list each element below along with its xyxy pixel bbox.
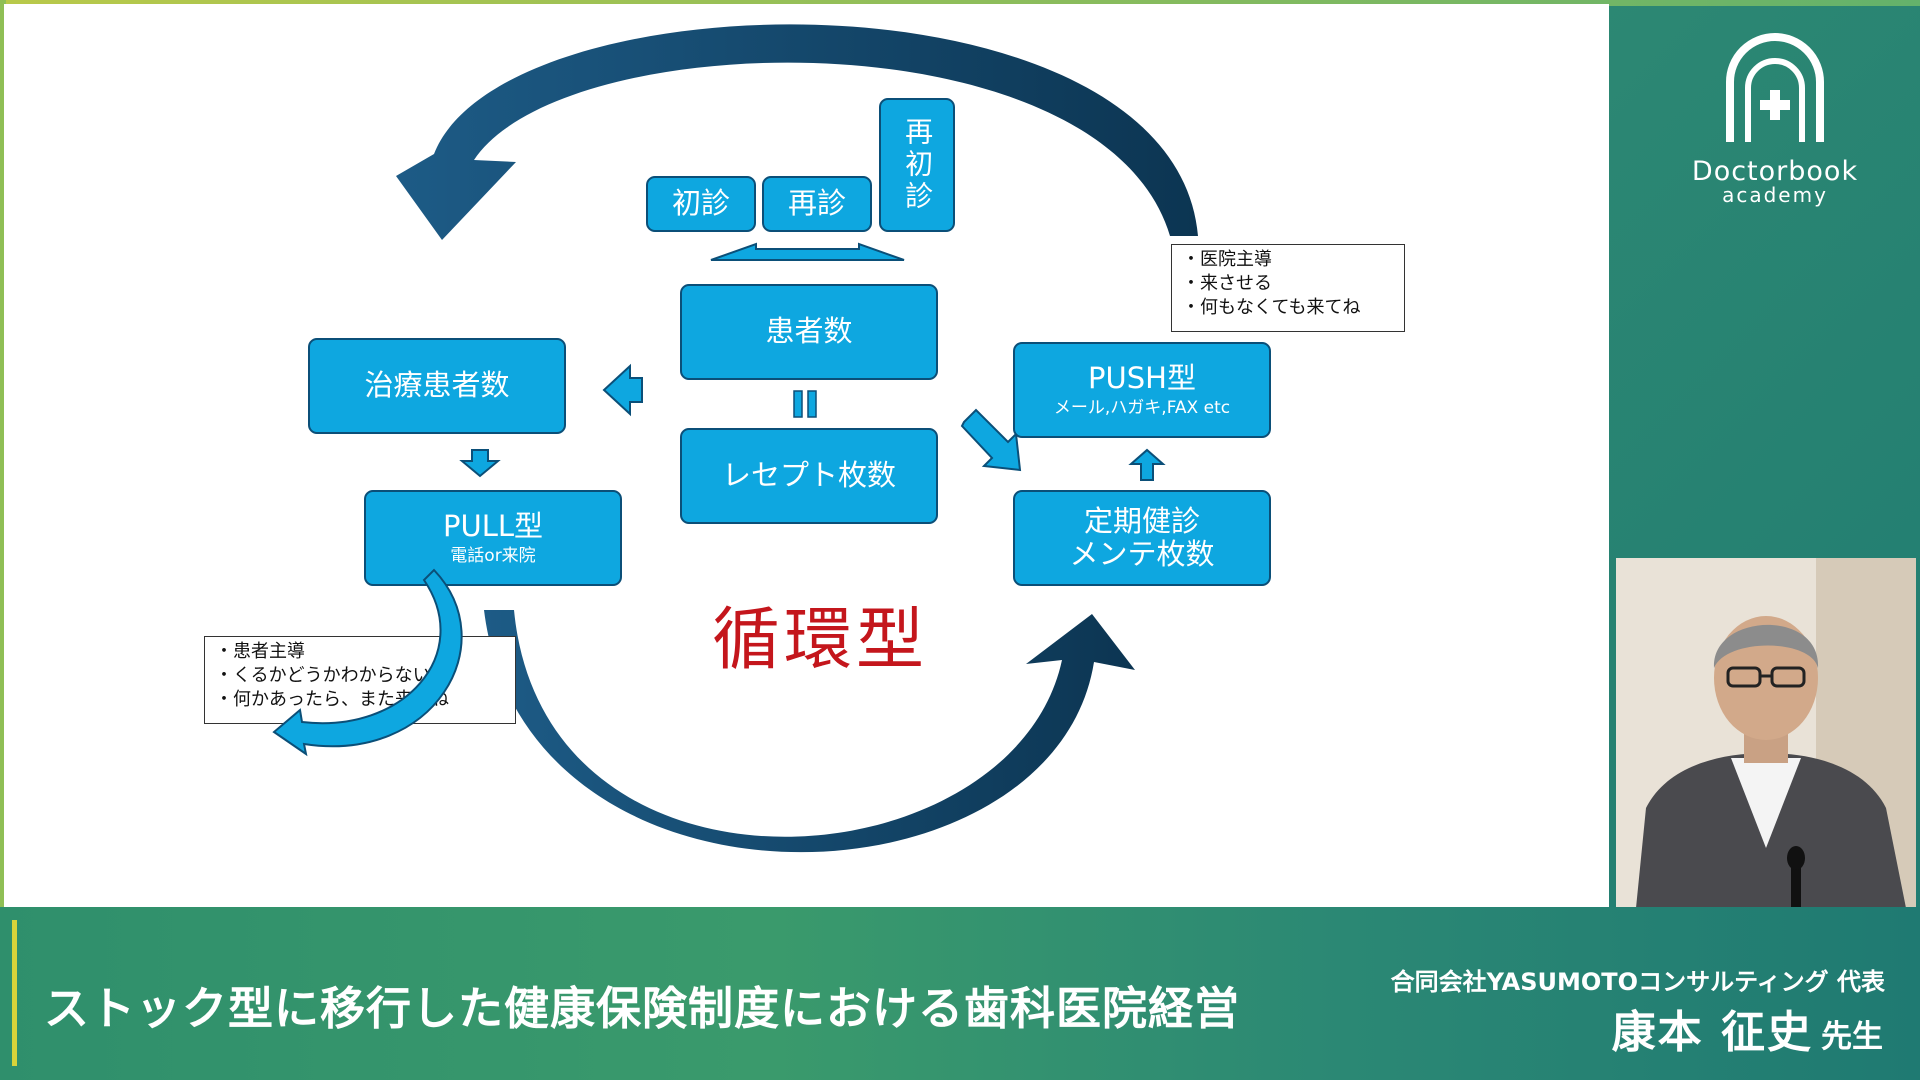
pull-note-line: ・くるかどうかわからない xyxy=(215,665,431,686)
box-regular-checkup: 定期健診 メンテ枚数 xyxy=(1013,490,1271,586)
regular-checkup-line2: メンテ枚数 xyxy=(1069,537,1215,571)
receipt-count-label: レセプト枚数 xyxy=(721,458,896,493)
up-arrow-to-visits xyxy=(710,242,905,261)
center-label-circulation: 循環型 xyxy=(712,601,929,680)
speaker-portrait xyxy=(1616,558,1916,908)
speaker-honorific: 先生 xyxy=(1821,1019,1883,1055)
push-type-sub: メール,ハガキ,FAX etc xyxy=(1053,397,1231,418)
box-patient-count: 患者数 xyxy=(680,284,938,380)
diagonal-arrow-to-push xyxy=(960,408,1022,472)
box-first-visit: 初診 xyxy=(646,176,756,232)
box-push-type: PUSH型 メール,ハガキ,FAX etc xyxy=(1013,342,1271,438)
pull-type-label: PULL型 xyxy=(442,508,544,543)
first-visit-label: 初診 xyxy=(671,186,730,221)
brand-sub: academy xyxy=(1722,183,1828,207)
box-re-first-visit: 再初診 xyxy=(879,98,955,232)
presentation-slide: 初診 再診 再初診 患者数 レセプト枚数 治療患者数 PULL型 電話or来院 … xyxy=(4,4,1609,907)
pull-note-line: ・何かあったら、また来てね xyxy=(215,689,449,710)
speaker-organization: 合同会社YASUMOTOコンサルティング 代表 xyxy=(1390,968,1885,996)
box-revisit: 再診 xyxy=(762,176,872,232)
lower-third-bar xyxy=(0,907,1920,1080)
speaker-nameplate: 康本 征史先生 xyxy=(1612,996,1883,1060)
diagram-arrows xyxy=(396,24,1198,853)
pull-note-line: ・患者主導 xyxy=(215,641,305,662)
up-arrow-to-push xyxy=(1128,448,1166,481)
equals-bar-left xyxy=(793,390,803,418)
push-note-line: ・来させる xyxy=(1182,273,1272,294)
box-receipt-count: レセプト枚数 xyxy=(680,428,938,524)
pull-note: ・患者主導 ・くるかどうかわからない ・何かあったら、また来てね xyxy=(204,636,516,724)
brand-name: Doctorbook xyxy=(1691,156,1859,187)
down-arrow-to-pull xyxy=(459,449,501,478)
push-note: ・医院主導 ・来させる ・何もなくても来てね xyxy=(1171,244,1405,332)
push-note-line: ・何もなくても来てね xyxy=(1182,297,1361,318)
bottom-cycle-arrow xyxy=(484,610,1135,853)
regular-checkup-line1: 定期健診 xyxy=(1083,503,1200,538)
arch-cross-icon xyxy=(1726,33,1824,142)
box-treatment-patients: 治療患者数 xyxy=(308,338,566,434)
top-accent-line xyxy=(0,0,1920,6)
title-accent-bar xyxy=(12,920,17,1066)
top-cycle-arrow xyxy=(396,24,1198,240)
lecture-title: ストック型に移行した健康保険制度における歯科医院経営 xyxy=(44,982,1241,1035)
patient-count-label: 患者数 xyxy=(765,314,853,349)
push-type-label: PUSH型 xyxy=(1088,360,1196,395)
speaker-name: 康本 征史 xyxy=(1611,1007,1813,1058)
push-note-line: ・医院主導 xyxy=(1182,249,1272,270)
pull-type-sub: 電話or来院 xyxy=(450,545,536,566)
box-pull-type: PULL型 電話or来院 xyxy=(364,490,622,586)
equals-bar-right xyxy=(807,390,817,418)
revisit-label: 再診 xyxy=(787,186,846,221)
brand-logo: Doctorbook academy xyxy=(1660,30,1890,207)
re-first-visit-label: 再初診 xyxy=(901,117,935,213)
speaker-video xyxy=(1616,558,1916,908)
left-arrow-to-treatment xyxy=(602,363,643,417)
treatment-patients-label: 治療患者数 xyxy=(364,368,510,403)
left-accent-line xyxy=(0,0,6,1080)
